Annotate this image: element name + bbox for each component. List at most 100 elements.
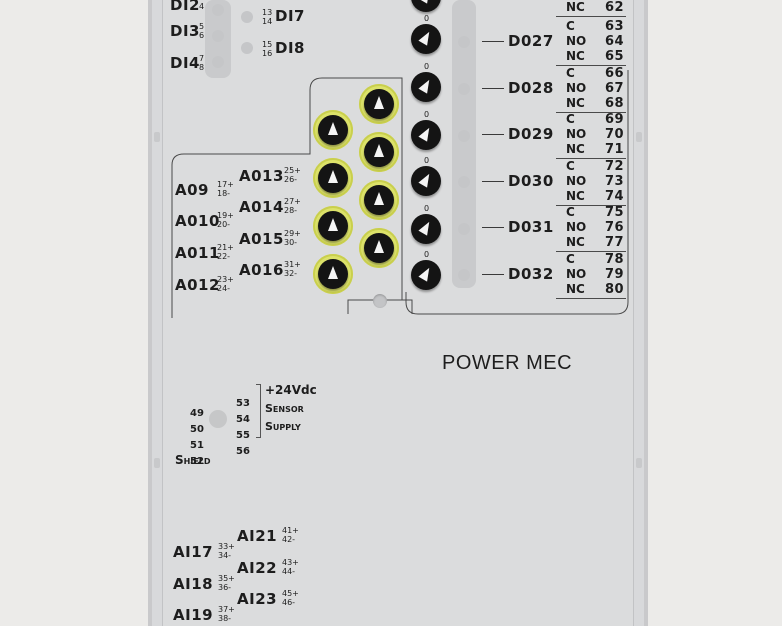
relay-nc-label: NC [566, 235, 585, 249]
relay-knob[interactable] [411, 72, 441, 102]
do-leader-line [482, 88, 504, 89]
relay-c-pin: 75 [605, 205, 625, 220]
relay-nc-label: NC [566, 96, 585, 110]
led-do29 [458, 130, 470, 142]
led-do27 [458, 36, 470, 48]
relay-separator [556, 112, 626, 113]
relay-c-label: C [566, 159, 575, 173]
relay-knob[interactable] [411, 0, 441, 12]
ao9-pins: 17+ 18- [217, 180, 234, 198]
ao12-pins: 23+ 24- [217, 275, 234, 293]
brand-label: POWER MEC [442, 352, 573, 374]
relay-c-label: C [566, 205, 575, 219]
supply-pin: 53 [236, 398, 250, 409]
relay-c-pin: 69 [605, 112, 625, 127]
led-do28 [458, 83, 470, 95]
ao-potentiometer[interactable] [364, 89, 394, 119]
ao14-pins: 27+ 28- [284, 197, 301, 215]
do-leader-line [482, 41, 504, 42]
ao-potentiometer[interactable] [364, 137, 394, 167]
ao16-pins: 31+ 32- [284, 260, 301, 278]
relay-knob[interactable] [411, 260, 441, 290]
do-leader-line [482, 274, 504, 275]
ao16-label: A016 [239, 261, 284, 279]
relay-no-pin: 79 [605, 267, 625, 282]
do-leader-line [482, 227, 504, 228]
ao-potentiometer[interactable] [364, 185, 394, 215]
relay-knob[interactable] [411, 24, 441, 54]
relay-c-label: C [566, 66, 575, 80]
relay-separator [556, 251, 626, 252]
ao13-label: A013 [239, 167, 284, 185]
ao-potentiometer[interactable] [318, 259, 348, 289]
relay-no-label: NO [566, 174, 587, 188]
relay-nc-label: NC [566, 189, 585, 203]
do-label: D027 [508, 32, 554, 50]
di8-pins: 15 16 [262, 40, 273, 58]
mount-slot [636, 458, 642, 468]
supply-pin-list: 53 54 55 56 [236, 380, 250, 460]
relay-no-label: NO [566, 127, 587, 141]
ao-potentiometer[interactable] [318, 115, 348, 145]
mount-hole [373, 294, 387, 308]
mount-slot [636, 132, 642, 142]
do-label: D028 [508, 79, 554, 97]
shield-pin-list: 49 50 51 52 [190, 390, 204, 470]
relay-separator [556, 16, 626, 17]
ai23-pins: 45+ 46- [282, 589, 299, 607]
relay-c-label: C [566, 19, 575, 33]
ai18-pins: 35+ 36- [218, 574, 235, 592]
relay-knob[interactable] [411, 166, 441, 196]
knob-tick: 0 [424, 156, 430, 165]
led-track-do [452, 0, 476, 288]
relay-separator [556, 65, 626, 66]
supply-voltage: +24Vdc [265, 383, 317, 397]
relay-no-label: NO [566, 220, 587, 234]
led-do31 [458, 223, 470, 235]
ai21-label: AI21 [237, 527, 278, 545]
ao15-label: A015 [239, 230, 284, 248]
mount-slot [154, 132, 160, 142]
relay-nc-pin: 80 [605, 282, 625, 297]
relay-no-label: NO [566, 267, 587, 281]
led-do30 [458, 176, 470, 188]
ao13-pins: 25+ 26- [284, 166, 301, 184]
di3-pins: 5 6 [199, 22, 205, 40]
do-label: D030 [508, 172, 554, 190]
mount-slot [154, 458, 160, 468]
relay-knob[interactable] [411, 214, 441, 244]
shield-pin: 50 [190, 424, 204, 435]
do-label: D031 [508, 218, 554, 236]
supply-bracket [256, 384, 261, 438]
relay-nc-pin: 68 [605, 96, 625, 111]
knob-tick: 0 [424, 110, 430, 119]
supply-sensor: Sensor [265, 402, 304, 415]
ao-region-outline [171, 70, 629, 318]
relay-c-pin: 66 [605, 66, 625, 81]
ao-potentiometer[interactable] [318, 211, 348, 241]
di4-pins: 7 8 [199, 54, 205, 72]
do-label: D032 [508, 265, 554, 283]
ao-potentiometer[interactable] [318, 163, 348, 193]
led-di2 [212, 4, 224, 16]
shield-label: Shield [175, 453, 211, 467]
relay-no-pin: 67 [605, 81, 625, 96]
relay-nc-label: NC [566, 0, 585, 14]
ao12-label: A012 [175, 276, 220, 294]
relay-knob[interactable] [411, 120, 441, 150]
shield-pin: 51 [190, 440, 204, 451]
ao-potentiometer[interactable] [364, 233, 394, 263]
relay-c-label: C [566, 112, 575, 126]
relay-c-pin: 63 [605, 19, 625, 34]
supply-pin: 56 [236, 446, 250, 457]
supply-supply: Supply [265, 420, 301, 433]
ao10-pins: 19+ 20- [217, 211, 234, 229]
ao9-label: A09 [175, 181, 209, 199]
relay-c-pin: 72 [605, 159, 625, 174]
di3-label: DI3 [170, 22, 200, 40]
do-leader-line [482, 134, 504, 135]
led-do32 [458, 269, 470, 281]
relay-nc-pin: 74 [605, 189, 625, 204]
relay-separator [556, 158, 626, 159]
ai22-pins: 43+ 44- [282, 558, 299, 576]
